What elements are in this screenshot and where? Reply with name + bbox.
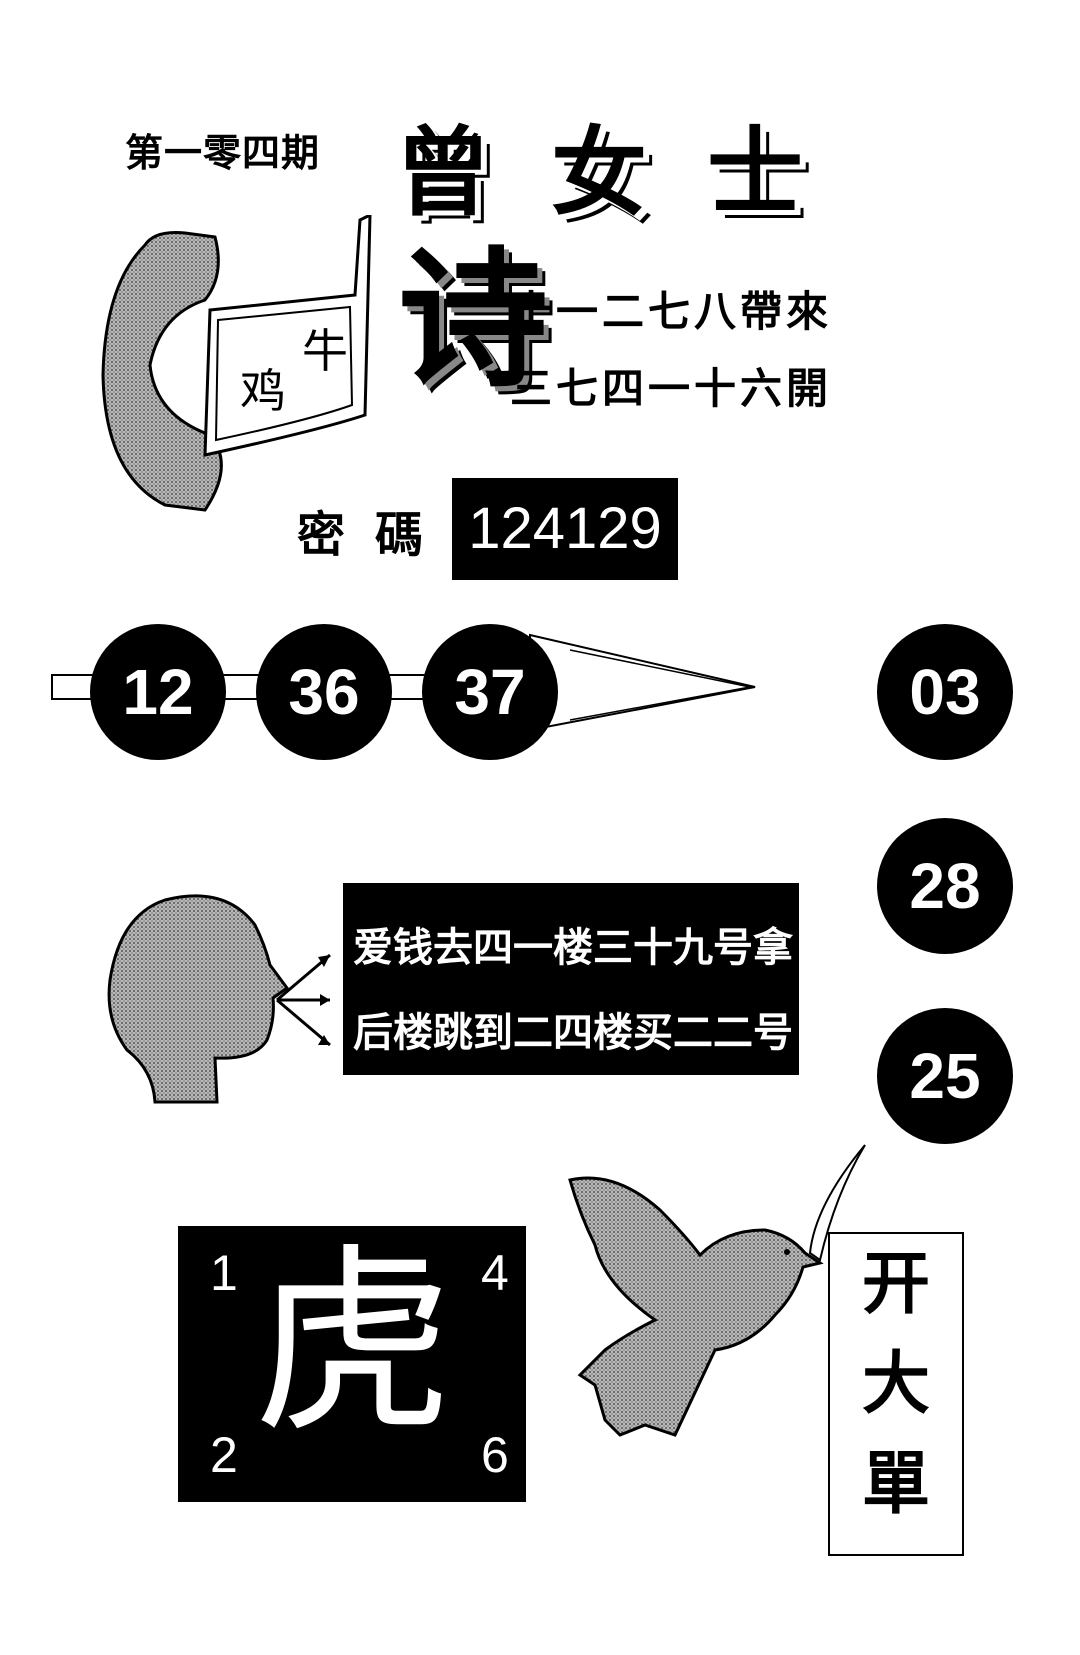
dove-icon (568, 1144, 866, 1437)
tiger-corner-top-right: 4 (481, 1245, 509, 1301)
big-order-char: 單 (861, 1444, 930, 1524)
speech-box: 爱钱去四一楼三十九号拿 后楼跳到二四楼买二二号 (343, 883, 799, 1075)
arrow-number-ball: 36 (256, 624, 392, 760)
speech-line-2: 后楼跳到二四楼买二二号 (353, 1010, 793, 1056)
big-order-char: 开 (861, 1244, 930, 1324)
card-frame (203, 215, 372, 457)
right-number-ball: 03 (877, 624, 1013, 760)
poem-line-2: 三七四一十六開 (510, 364, 833, 413)
tiger-corner-bottom-left: 2 (210, 1427, 238, 1483)
right-number-ball: 28 (877, 818, 1013, 954)
tiger-corner-bottom-right: 6 (481, 1427, 509, 1483)
poem-char: 诗 (398, 232, 549, 408)
arrow-number-ball: 37 (422, 624, 558, 760)
right-number-ball: 25 (877, 1008, 1013, 1144)
secret-code-label: 密碼 (297, 507, 454, 563)
telephone-handset-icon (101, 231, 223, 512)
big-order-char: 大 (861, 1344, 930, 1424)
speech-line-1: 爱钱去四一楼三十九号拿 (353, 925, 793, 971)
page-title: 曾女士 (395, 116, 863, 229)
tiger-corner-top-left: 1 (210, 1245, 238, 1301)
big-order-box: 开 大 單 (828, 1232, 964, 1556)
arrow-number-ball: 12 (90, 624, 226, 760)
head-speaking-icon (107, 894, 331, 1104)
card-char-ox: 牛 (302, 324, 348, 378)
secret-code-value: 124129 (452, 478, 678, 580)
tiger-box: 1 4 虎 2 6 (178, 1226, 526, 1502)
issue-number: 第一零四期 (125, 130, 321, 175)
tiger-char: 虎 (253, 1227, 454, 1460)
poem-line-1: 十一二七八帶來 (510, 287, 833, 336)
card-char-rooster: 鸡 (240, 364, 286, 418)
